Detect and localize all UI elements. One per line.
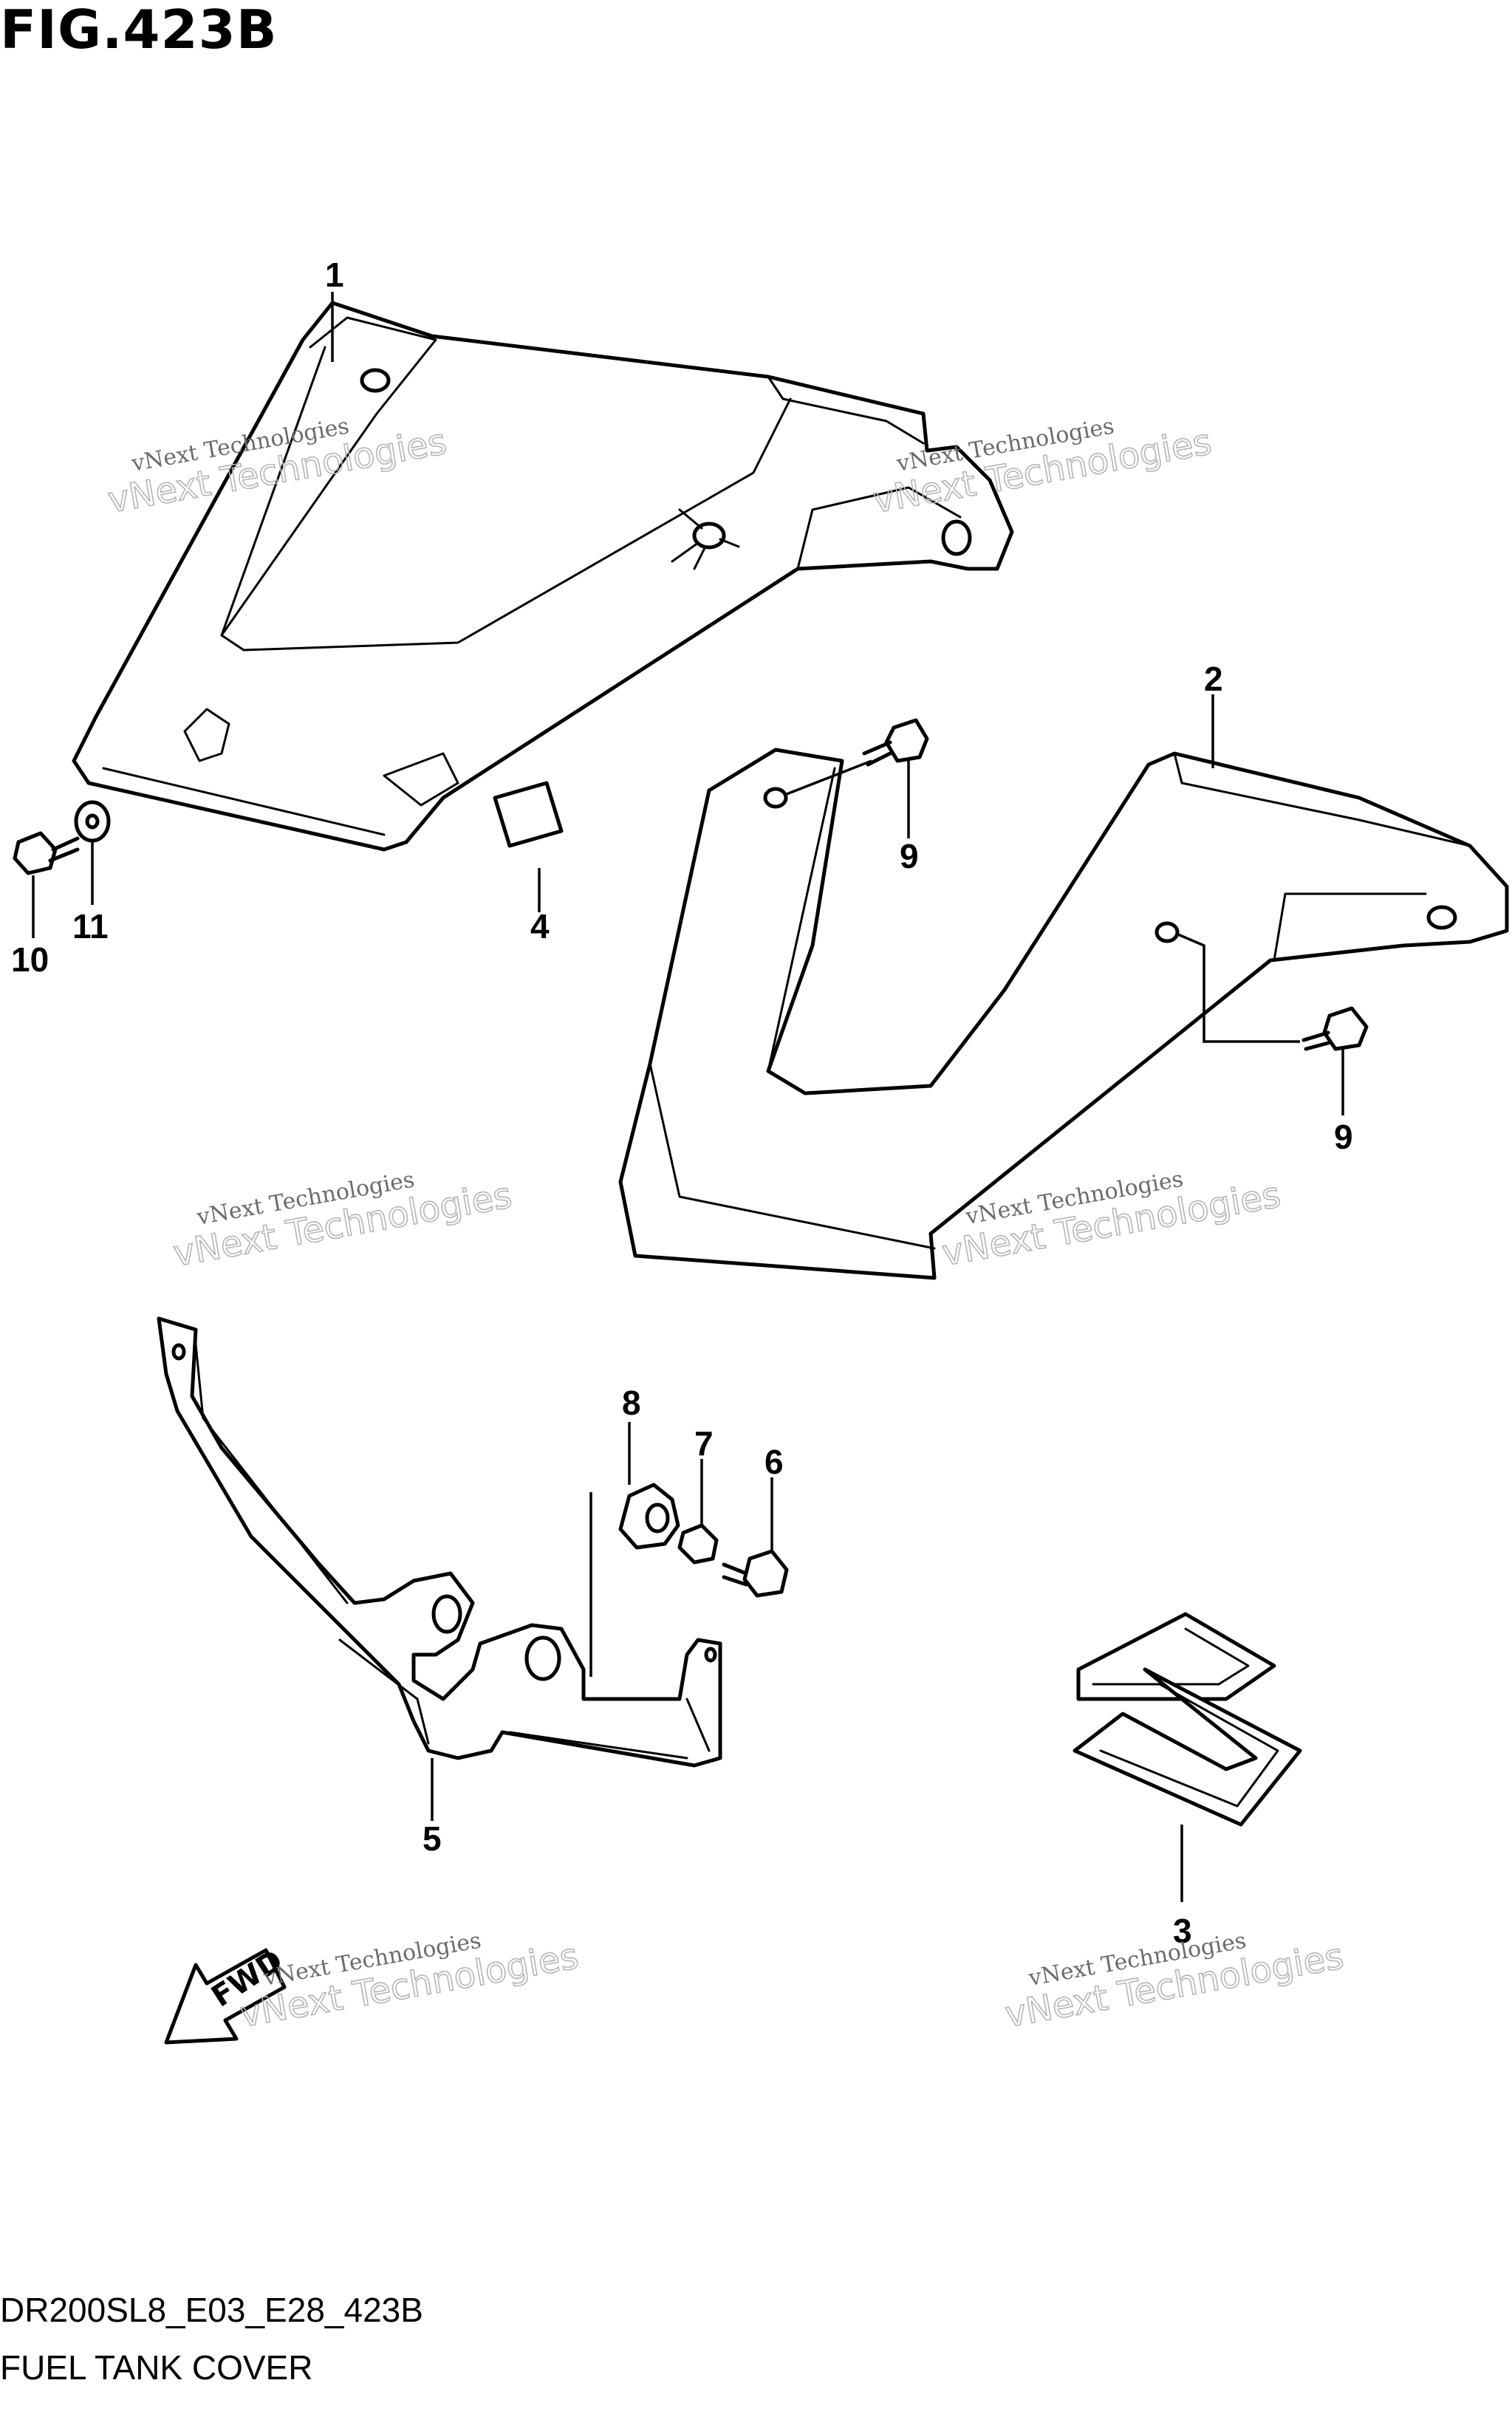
part-11-washer[interactable] xyxy=(74,800,111,843)
part-10-screw[interactable] xyxy=(13,831,80,875)
part-4-cushion[interactable] xyxy=(493,781,564,848)
part-2-fuel-tank-cover[interactable] xyxy=(618,748,1509,1280)
part-6-bolt[interactable] xyxy=(722,1477,789,1598)
callout-9-upper: 9 xyxy=(900,837,919,875)
part-1-fuel-tank-cover[interactable] xyxy=(72,301,1014,852)
figure-title: FIG.423B xyxy=(0,0,278,61)
part-5-bracket[interactable] xyxy=(157,1316,722,1768)
part-7-collar[interactable] xyxy=(677,1459,719,1565)
callout-11: 11 xyxy=(72,907,109,946)
watermark-5: vNext Technologies vNext Technologies xyxy=(236,1927,582,2036)
leader-lines xyxy=(32,292,1214,1821)
figure-name: FUEL TANK COVER xyxy=(0,2348,313,2387)
callout-7: 7 xyxy=(694,1424,714,1463)
part-9-bolt-lower[interactable] xyxy=(1177,933,1369,1115)
callout-10: 10 xyxy=(11,940,49,979)
callout-2: 2 xyxy=(1204,660,1223,698)
callout-1: 1 xyxy=(325,256,344,294)
callout-6: 6 xyxy=(764,1443,784,1481)
watermark-6: vNext Technologies vNext Technologies xyxy=(1002,1928,1347,2037)
callout-4: 4 xyxy=(530,907,550,946)
part-9-bolt-upper[interactable] xyxy=(786,718,929,838)
part-3-emblem[interactable] xyxy=(1073,1612,1302,1902)
callout-3: 3 xyxy=(1173,1912,1192,1950)
callout-9-lower: 9 xyxy=(1334,1118,1353,1156)
callout-5: 5 xyxy=(423,1819,442,1858)
callout-8: 8 xyxy=(622,1384,641,1422)
part-8-grommet[interactable] xyxy=(589,1422,680,1677)
callouts: 1 2 3 4 5 6 7 8 9 9 10 11 xyxy=(11,256,1353,1950)
figure-code: DR200SL8_E03_E28_423B xyxy=(0,2291,423,2329)
watermark-3: vNext Technologies vNext Technologies xyxy=(170,1166,516,1275)
